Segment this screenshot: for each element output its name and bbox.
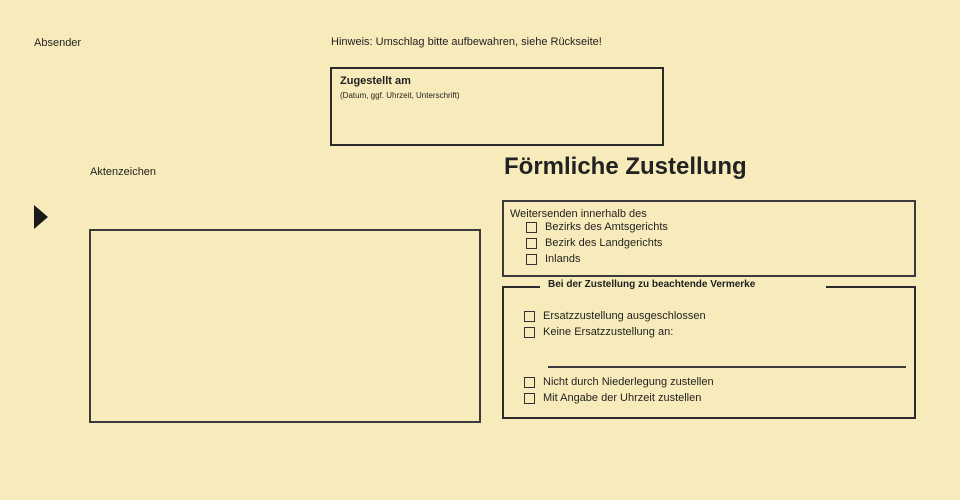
checkbox[interactable] [526,221,537,233]
document-title: Förmliche Zustellung [504,153,747,180]
legend-gap [720,285,826,289]
option-label: Bezirk des Landgerichts [545,237,663,249]
note-option-no-substitute-to[interactable]: Keine Ersatzzustellung an: [524,326,673,338]
forward-option-amtsgericht[interactable]: Bezirks des Amtsgerichts [526,221,668,233]
option-label: Mit Angabe der Uhrzeit zustellen [543,392,702,404]
arrow-right-icon [34,205,48,229]
address-window[interactable] [89,229,481,423]
option-label: Bezirks des Amtsgerichts [545,221,668,233]
hint-text: Hinweis: Umschlag bitte aufbewahren, sie… [331,36,602,48]
delivery-notes-box: Bei der Zustellung zu beachtende Vermerk… [502,279,916,419]
option-label: Keine Ersatzzustellung an: [543,326,674,338]
checkbox[interactable] [524,376,535,388]
delivery-notes-legend: Bei der Zustellung zu beachtende Vermerk… [540,279,764,290]
forward-options-box: Weitersenden innerhalb des Bezirks des A… [502,200,916,277]
delivered-on-title: Zugestellt am [340,75,411,87]
forward-option-landgericht[interactable]: Bezirk des Landgerichts [526,237,662,249]
forward-option-inland[interactable]: Inlands [526,253,580,265]
checkbox[interactable] [524,310,535,322]
file-reference-label: Aktenzeichen [90,166,157,178]
option-label: Ersatzzustellung ausgeschlossen [543,310,706,322]
checkbox[interactable] [524,326,535,338]
checkbox[interactable] [524,392,535,404]
checkbox[interactable] [526,253,537,265]
checkbox[interactable] [526,237,537,249]
delivered-on-subtitle: (Datum, ggf. Uhrzeit, Unterschrift) [340,91,460,100]
option-label: Inlands [545,253,581,265]
note-option-no-deposit[interactable]: Nicht durch Niederlegung zustellen [524,376,714,388]
note-option-no-substitute[interactable]: Ersatzzustellung ausgeschlossen [524,310,706,322]
delivered-on-box[interactable]: Zugestellt am (Datum, ggf. Uhrzeit, Unte… [330,67,664,146]
sender-label: Absender [34,37,82,49]
note-option-with-time[interactable]: Mit Angabe der Uhrzeit zustellen [524,392,701,404]
forward-heading: Weitersenden innerhalb des [510,208,647,220]
option-label: Nicht durch Niederlegung zustellen [543,376,714,388]
recipient-line-field[interactable] [548,366,906,368]
